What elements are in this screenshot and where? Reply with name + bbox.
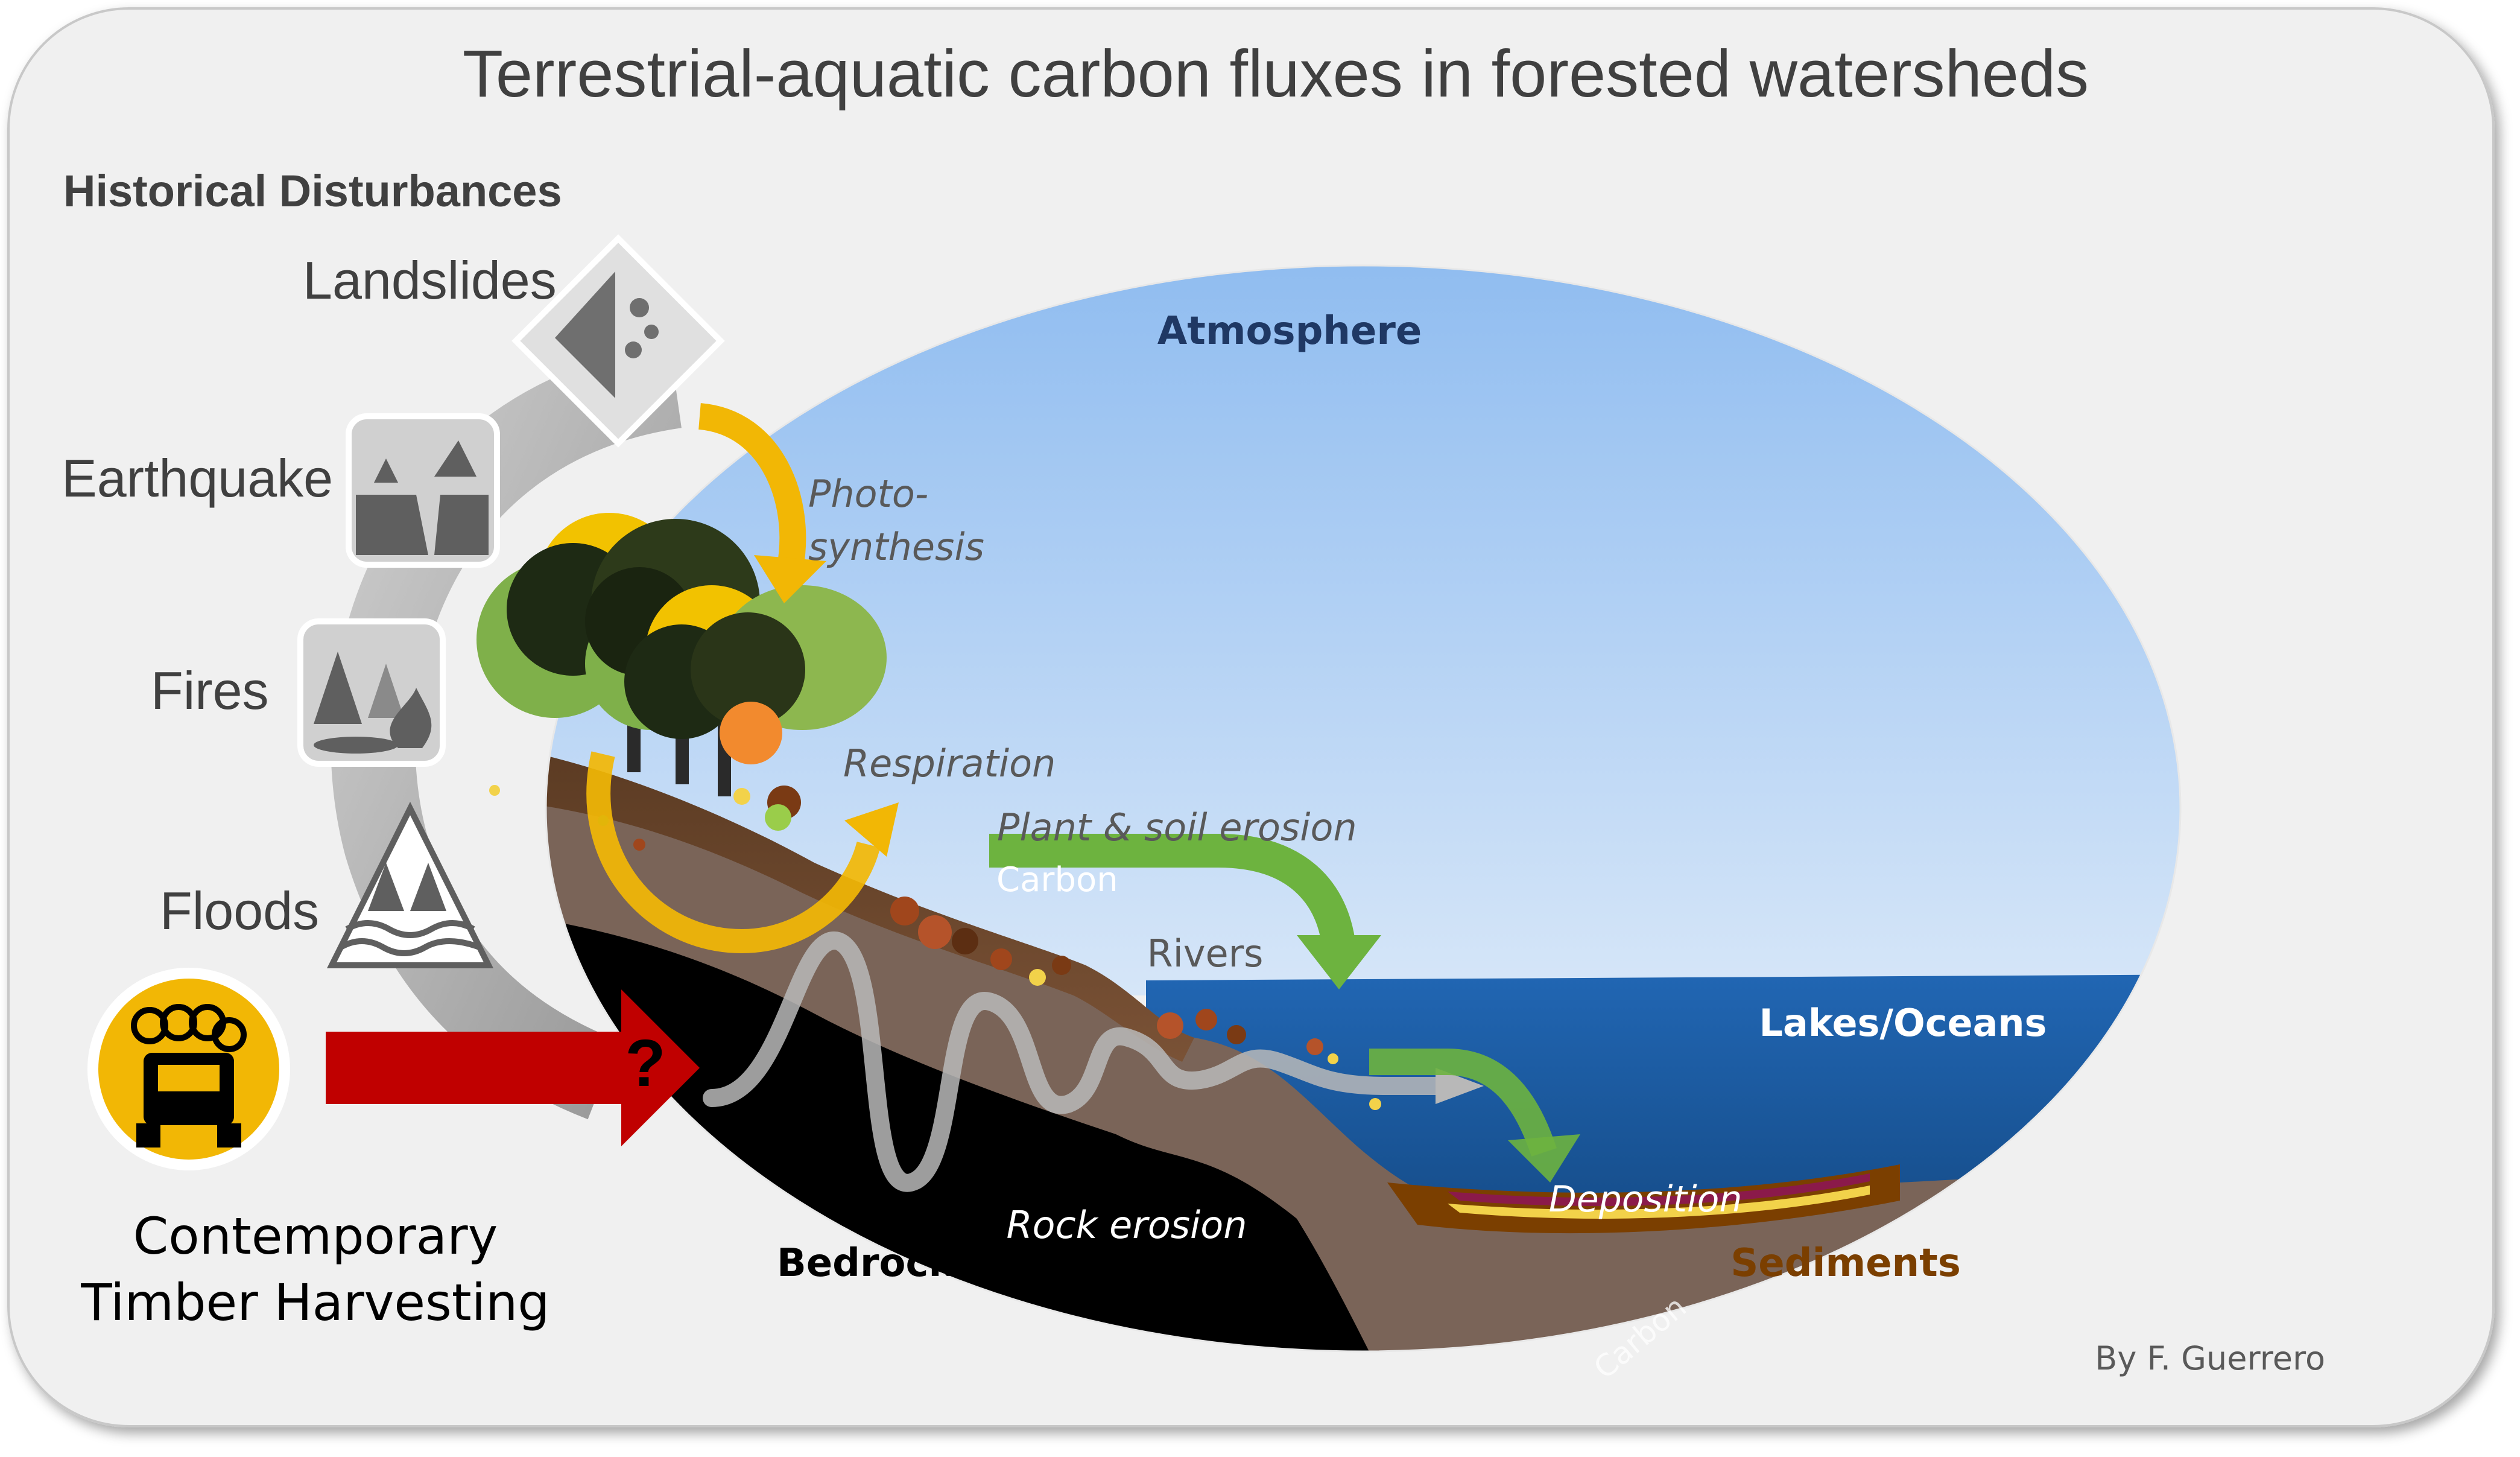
deposition-green-arrow	[1369, 1049, 1557, 1157]
topsoil-band	[546, 736, 1194, 1062]
zone-bedrock: Bedrock	[777, 1241, 955, 1286]
contemporary-line-1: Contemporary	[133, 1207, 498, 1266]
earthquake-icon	[346, 413, 500, 568]
label-synthesis: synthesis	[808, 525, 984, 569]
ellipse-outline	[545, 264, 2182, 1353]
label-deposition: Deposition	[1549, 1178, 1743, 1221]
photosynthesis-arrow	[698, 403, 806, 570]
diagram-title: Terrestrial-aquatic carbon fluxes in for…	[463, 37, 2089, 111]
label-earthquake: Earthquake	[62, 448, 333, 508]
erosion-green-arrowhead	[1297, 935, 1381, 989]
label-carbon: Carbon	[996, 860, 1118, 900]
forest-trees	[476, 513, 887, 796]
landslide-icon	[511, 234, 725, 448]
harvest-red-arrow	[326, 989, 700, 1146]
sediment-red	[1448, 1173, 1870, 1207]
label-landslides: Landslides	[303, 250, 557, 310]
label-rivers: Rivers	[1147, 932, 1264, 976]
erosion-green-arrow	[989, 834, 1356, 950]
respiration-arrow	[586, 751, 881, 954]
logging-truck-icon	[87, 968, 290, 1170]
flood-icon	[326, 801, 494, 968]
respiration-arrowhead	[844, 802, 899, 857]
label-plant-soil-erosion: Plant & soil erosion	[997, 805, 1357, 849]
rock-erosion-wave	[703, 932, 1457, 1192]
historical-disturbances-heading: Historical Disturbances	[63, 166, 562, 216]
credit-text: By F. Guerrero	[2095, 1339, 2325, 1377]
deposition-green-arrowhead	[1508, 1134, 1580, 1182]
label-floods: Floods	[160, 881, 319, 941]
fire-icon	[297, 618, 446, 767]
rock-erosion-arrowhead	[1436, 1068, 1484, 1104]
disturbance-arc	[331, 344, 682, 1120]
harvest-question-mark: ?	[625, 1026, 665, 1100]
zone-sediments: Sediments	[1730, 1241, 1961, 1286]
label-respiration: Respiration	[843, 741, 1056, 786]
label-rock-erosion: Rock erosion	[1006, 1203, 1247, 1247]
label-fires: Fires	[151, 661, 269, 720]
zone-lakes-oceans: Lakes/Oceans	[1759, 1001, 2047, 1045]
soil-particles	[489, 785, 1381, 1110]
photosynthesis-arrowhead	[754, 555, 826, 603]
sediment-yellow	[1448, 1186, 1870, 1219]
label-photo: Photo-	[808, 472, 928, 516]
zone-atmosphere: Atmosphere	[1157, 309, 1422, 354]
contemporary-line-2: Timber Harvesting	[80, 1273, 549, 1332]
